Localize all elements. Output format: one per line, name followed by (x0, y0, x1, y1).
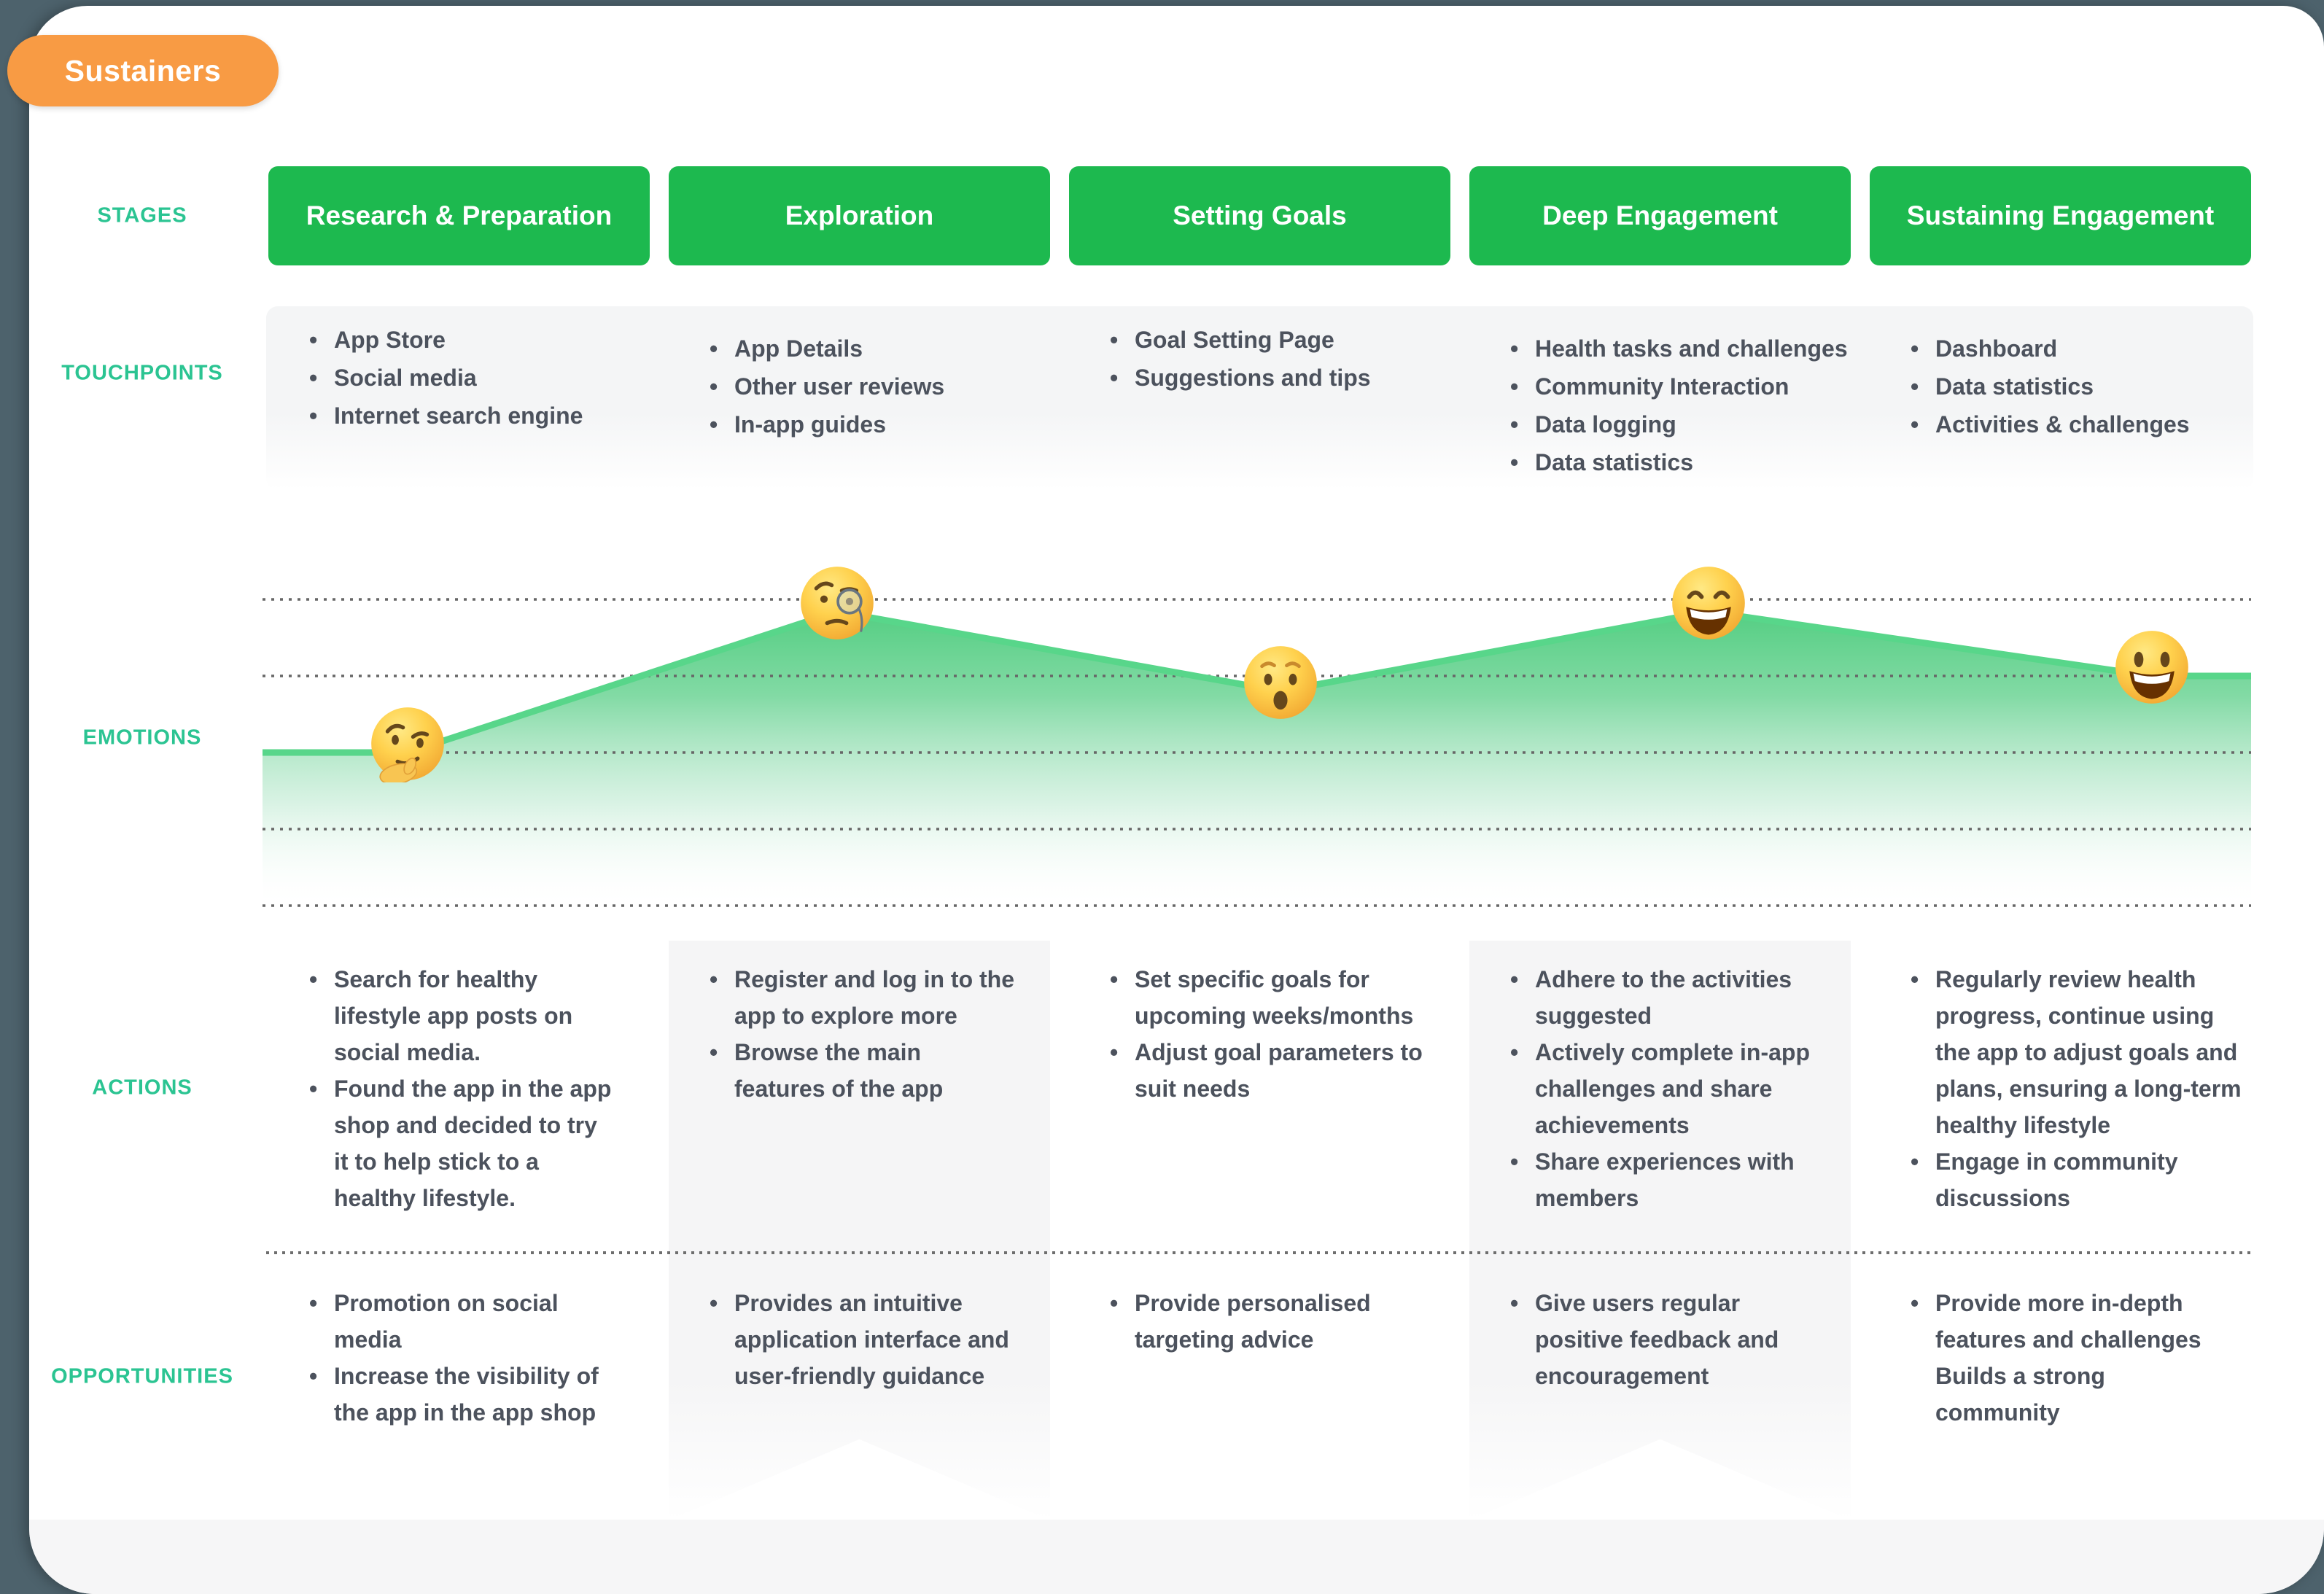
stage-header-setting-goals: Setting Goals (1069, 166, 1450, 265)
bullet-item: Set specific goals for upcoming weeks/mo… (1107, 961, 1457, 1034)
bullet-item: Other user reviews (707, 368, 1057, 405)
bullet-item: Dashboard (1908, 330, 2258, 368)
emoji-thinking-face-icon (369, 705, 446, 782)
bullet-item: Goal Setting Page (1107, 321, 1457, 359)
bullet-item: Activities & challenges (1908, 405, 2258, 443)
actions-opportunities-divider (266, 1251, 2253, 1254)
row-label-stages: STAGES (97, 203, 187, 228)
bullet-item: Data logging (1507, 405, 1857, 443)
bullet-item: Search for healthy lifestyle app posts o… (306, 961, 656, 1070)
bullet-item: Provide personalised targeting advice (1107, 1285, 1457, 1358)
card-footer-band (29, 1520, 2324, 1594)
bullet-item: Suggestions and tips (1107, 359, 1457, 397)
bullet-item: Regularly review health progress, contin… (1908, 961, 2258, 1143)
stage-header-exploration: Exploration (669, 166, 1050, 265)
bullet-item: Engage in community discussions (1908, 1143, 2258, 1216)
actions-list-stage-1: Search for healthy lifestyle app posts o… (306, 961, 656, 1216)
bullet-item: Browse the main features of the app (707, 1034, 1057, 1107)
bullet-item: App Details (707, 330, 1057, 368)
bullet-item: Share experiences with members (1507, 1143, 1857, 1216)
bullet-item: Provides an intuitive application interf… (707, 1285, 1057, 1394)
bullet-item: Adjust goal parameters to suit needs (1107, 1034, 1457, 1107)
actions-list-stage-2: Register and log in to the app to explor… (707, 961, 1057, 1107)
touchpoints-list-stage-5: DashboardData statisticsActivities & cha… (1908, 330, 2258, 443)
row-label-touchpoints: TOUCHPOINTS (61, 361, 223, 385)
bullet-item: Provide more in-depth features and chall… (1908, 1285, 2258, 1431)
persona-badge: Sustainers (7, 35, 279, 106)
emoji-face-with-monocle-icon (798, 564, 876, 642)
emoji-grinning-face-with-big-eyes-icon (2113, 629, 2191, 706)
touchpoints-list-stage-1: App StoreSocial mediaInternet search eng… (306, 321, 656, 435)
touchpoints-list-stage-2: App DetailsOther user reviewsIn-app guid… (707, 330, 1057, 443)
emotion-area-fill (263, 611, 2251, 919)
opportunities-list-stage-2: Provides an intuitive application interf… (707, 1285, 1057, 1394)
bullet-item: Social media (306, 359, 656, 397)
touchpoints-list-stage-3: Goal Setting PageSuggestions and tips (1107, 321, 1457, 397)
bullet-item: Data statistics (1908, 368, 2258, 405)
bullet-item: Health tasks and challenges (1507, 330, 1857, 368)
stage-header-deep-engagement: Deep Engagement (1469, 166, 1851, 265)
bullet-item: Adhere to the activities suggested (1507, 961, 1857, 1034)
opportunities-list-stage-3: Provide personalised targeting advice (1107, 1285, 1457, 1358)
bullet-item: In-app guides (707, 405, 1057, 443)
stage-header-research-preparation: Research & Preparation (268, 166, 650, 265)
bullet-item: Register and log in to the app to explor… (707, 961, 1057, 1034)
emoji-grinning-face-with-smiling-eyes-icon (1670, 564, 1747, 642)
bullet-item: Data statistics (1507, 443, 1857, 481)
opportunities-list-stage-5: Provide more in-depth features and chall… (1908, 1285, 2258, 1431)
persona-badge-label: Sustainers (64, 53, 222, 88)
bullet-item: Promotion on social media (306, 1285, 656, 1358)
opportunities-list-stage-1: Promotion on social mediaIncrease the vi… (306, 1285, 656, 1431)
emoji-hushed-face-icon (1242, 644, 1319, 721)
bullet-item: App Store (306, 321, 656, 359)
actions-list-stage-5: Regularly review health progress, contin… (1908, 961, 2258, 1216)
stage-header-sustaining-engagement: Sustaining Engagement (1870, 166, 2251, 265)
opportunities-list-stage-4: Give users regular positive feedback and… (1507, 1285, 1857, 1394)
bullet-item: Internet search engine (306, 397, 656, 435)
bullet-item: Give users regular positive feedback and… (1507, 1285, 1857, 1394)
actions-list-stage-3: Set specific goals for upcoming weeks/mo… (1107, 961, 1457, 1107)
touchpoints-list-stage-4: Health tasks and challengesCommunity Int… (1507, 330, 1857, 481)
bullet-item: Found the app in the app shop and decide… (306, 1070, 656, 1216)
row-label-actions: ACTIONS (92, 1076, 193, 1100)
bullet-item: Community Interaction (1507, 368, 1857, 405)
bullet-item: Actively complete in-app challenges and … (1507, 1034, 1857, 1143)
row-label-opportunities: OPPORTUNITIES (51, 1364, 233, 1388)
actions-list-stage-4: Adhere to the activities suggestedActive… (1507, 961, 1857, 1216)
emotion-curve-chart (263, 598, 2251, 919)
row-label-emotions: EMOTIONS (82, 726, 202, 750)
bullet-item: Increase the visibility of the app in th… (306, 1358, 656, 1431)
